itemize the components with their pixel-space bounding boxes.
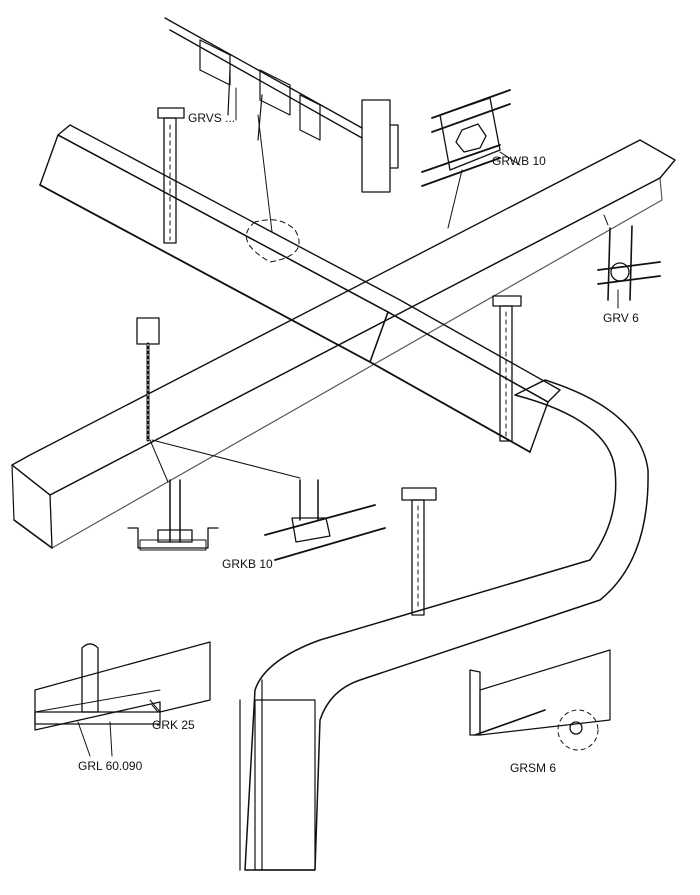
label-grsm: GRSM 6 [510,761,556,775]
label-grkb: GRKB 10 [222,557,273,571]
wall-rail-detail [164,17,363,263]
ceiling-hanger-right [492,295,522,442]
grkb-base-detail [127,439,386,561]
label-grk: GRK 25 [152,718,195,732]
main-cross-tray [39,124,561,453]
grk-grl-profile-detail [34,641,211,757]
grsm-bracket-detail [469,649,611,751]
threaded-rod-hanger [136,317,160,442]
curved-tray-bend [239,379,649,871]
label-grwb: GRWB 10 [492,154,546,168]
label-grl: GRL 60.090 [78,759,143,773]
grwb-clamp-detail [361,89,511,229]
transverse-tray [11,139,676,549]
ceiling-hanger-bottom [401,487,437,616]
label-grv: GRV 6 [603,311,639,325]
label-grvs: GRVS ... [188,111,235,125]
ceiling-hanger-left [157,107,185,244]
leader-lines [151,87,619,713]
grv-connector-detail [597,214,661,301]
